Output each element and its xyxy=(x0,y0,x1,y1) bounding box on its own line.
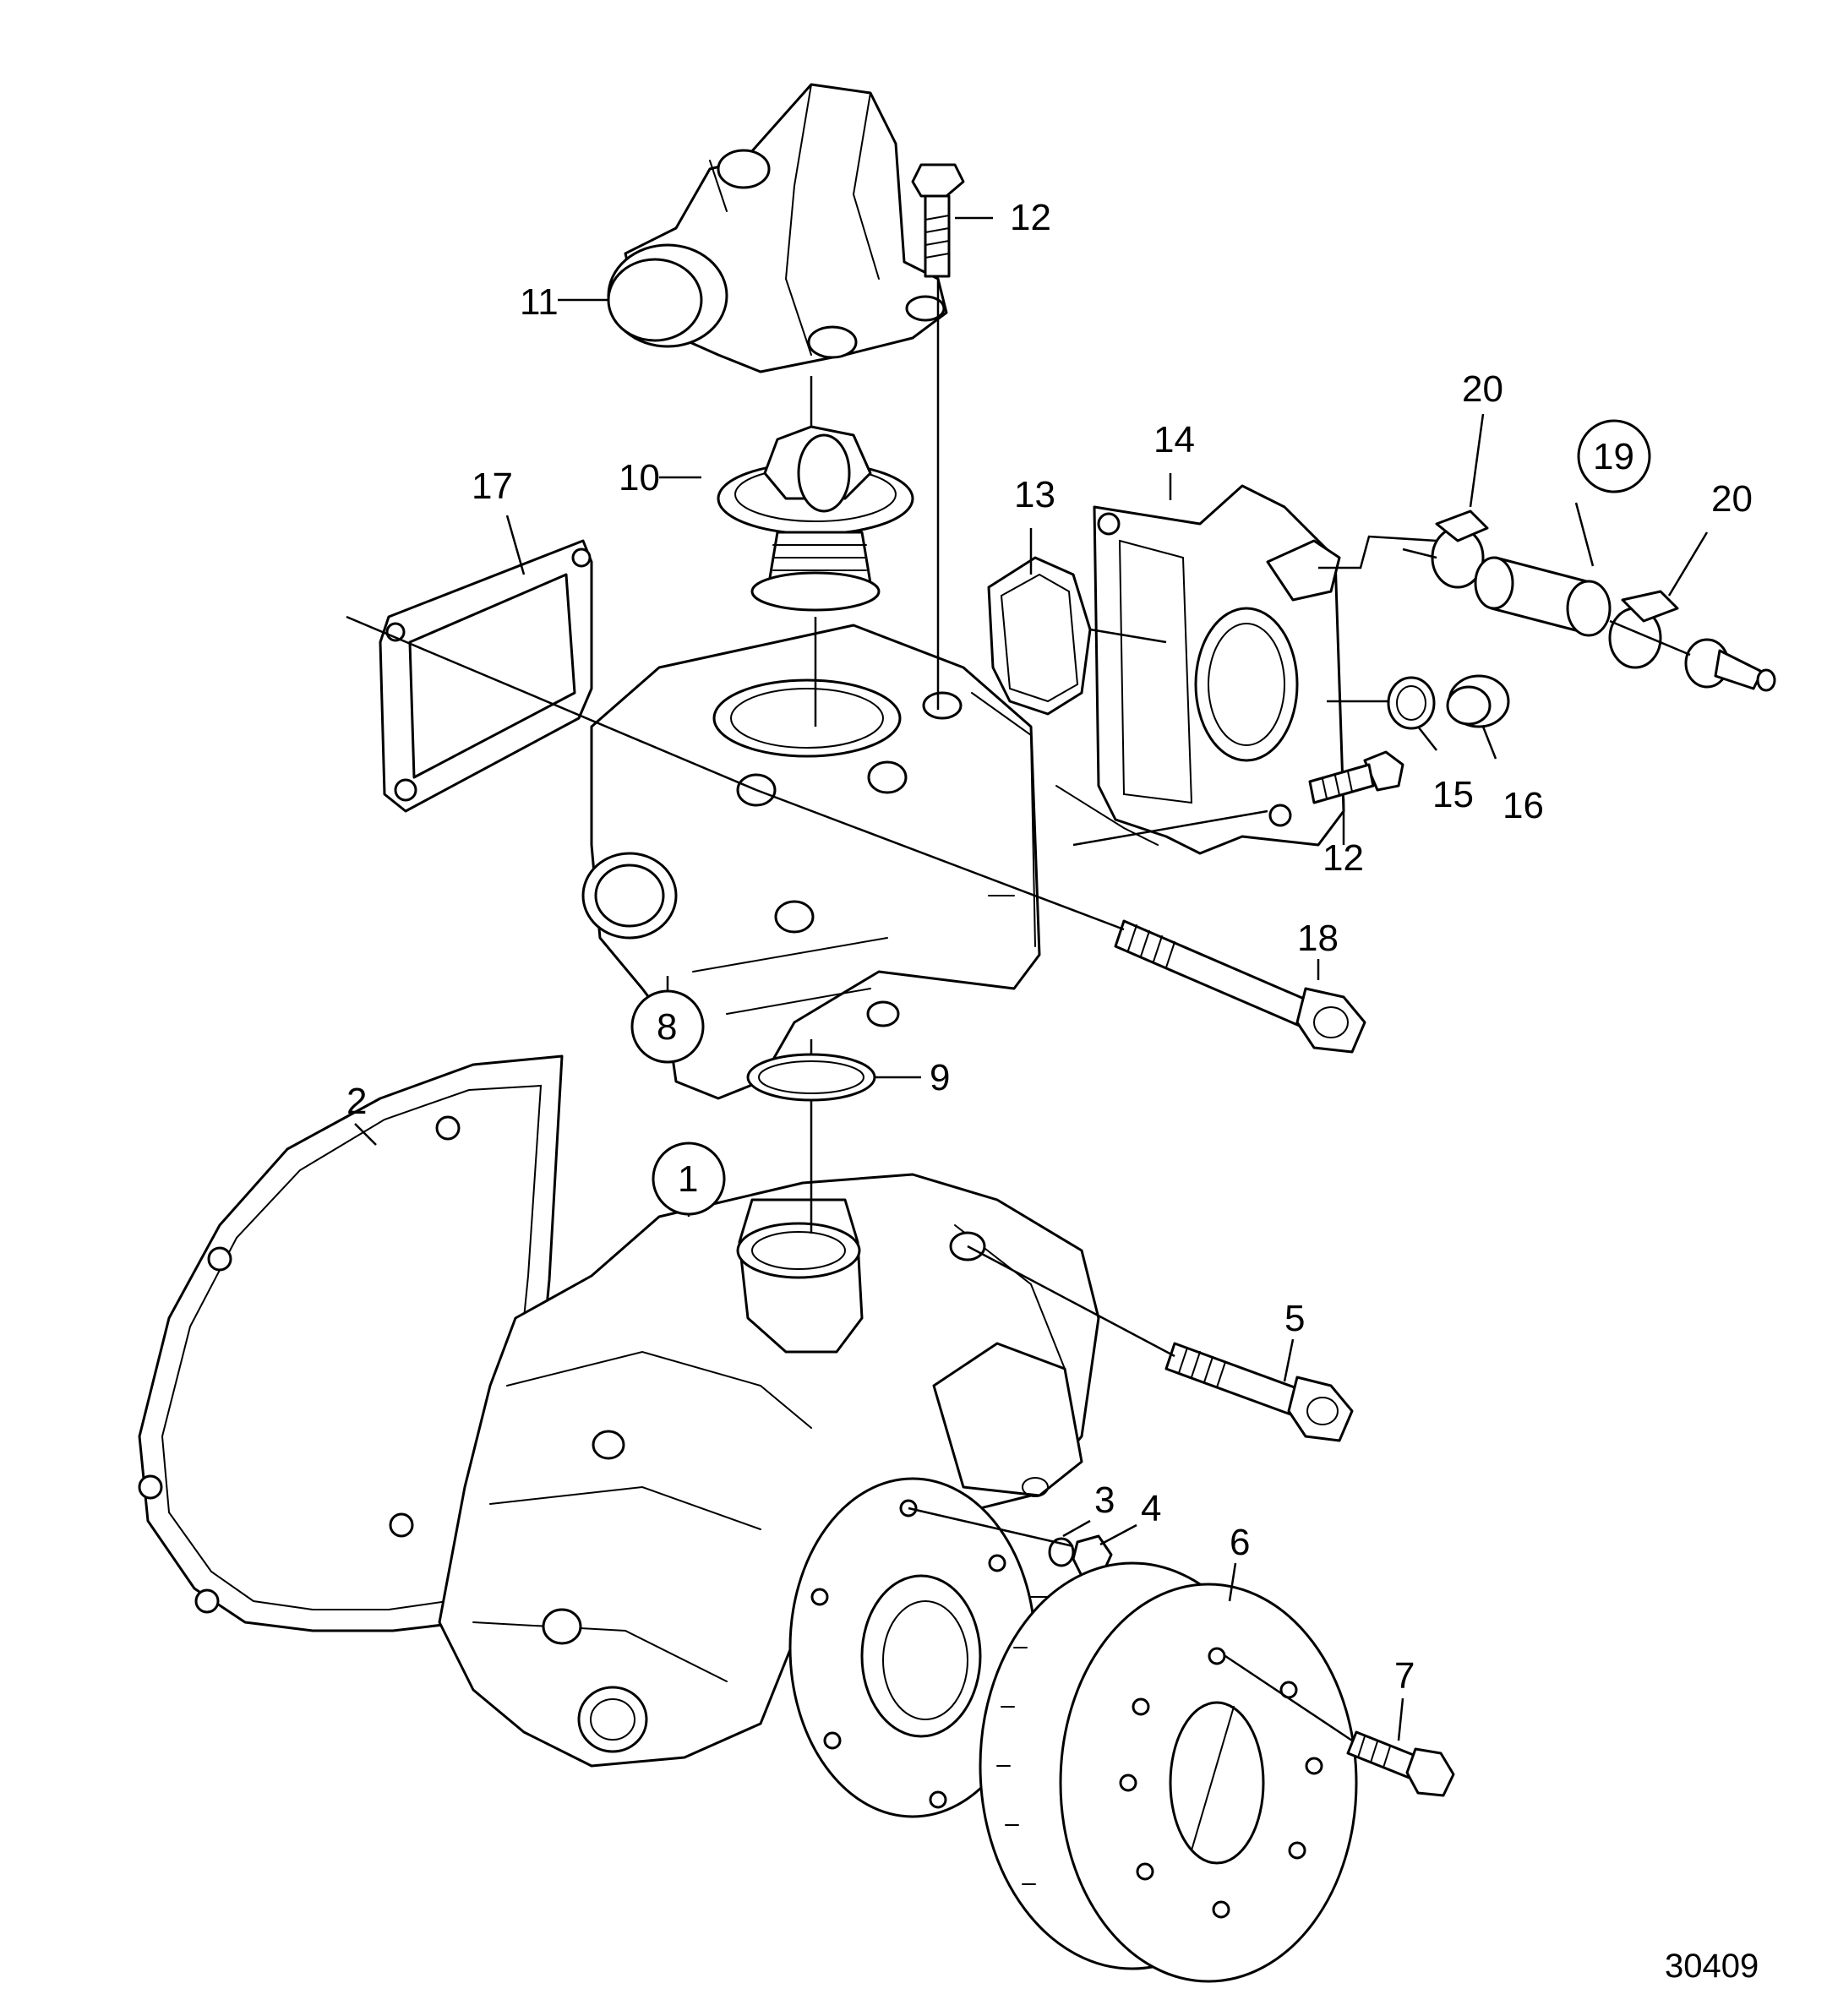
callout-label-9: 9 xyxy=(930,1057,950,1098)
callout-label-1: 1 xyxy=(678,1158,698,1200)
callout-label-3: 3 xyxy=(1094,1479,1115,1521)
thermostat-housing xyxy=(581,624,1041,1100)
callout-19-circle xyxy=(1577,419,1651,493)
pulley-6 xyxy=(979,1561,1358,1983)
callout-label-12-right: 12 xyxy=(1323,837,1364,879)
bolt-5 xyxy=(1164,1342,1354,1442)
o-ring-15 xyxy=(1387,676,1436,730)
callout-label-19: 19 xyxy=(1593,436,1634,477)
callout-8-circle xyxy=(630,989,705,1064)
bolt-12-right xyxy=(1308,750,1404,804)
callout-label-2: 2 xyxy=(346,1081,367,1122)
hose-nipple xyxy=(1684,638,1776,692)
callout-label-17: 17 xyxy=(472,466,513,507)
hose-19 xyxy=(1474,556,1612,637)
callout-label-20-right: 20 xyxy=(1711,478,1753,520)
hose-clamp-20-right xyxy=(1608,590,1679,669)
pump-hub-flange xyxy=(788,1477,1037,1818)
callout-leaders xyxy=(354,216,1709,1741)
callout-label-7: 7 xyxy=(1394,1655,1415,1697)
callout-label-20-left: 20 xyxy=(1462,368,1503,410)
callout-label-10: 10 xyxy=(619,457,660,499)
bolt-18 xyxy=(1114,919,1366,1054)
callout-label-14: 14 xyxy=(1153,419,1195,460)
callout-label-4: 4 xyxy=(1141,1488,1161,1529)
thermostat xyxy=(717,425,914,612)
bolt-12-top xyxy=(911,163,965,278)
coolant-pump-housing xyxy=(438,1173,1100,1768)
bolt-7 xyxy=(1346,1730,1455,1797)
callout-label-15: 15 xyxy=(1432,774,1474,815)
figure-number: 30409 xyxy=(1665,1948,1759,1985)
callout-label-18: 18 xyxy=(1297,918,1339,959)
plug-16 xyxy=(1446,674,1510,728)
callout-1-circle xyxy=(652,1141,726,1216)
callout-label-6: 6 xyxy=(1230,1522,1250,1563)
cover-14 xyxy=(1055,484,1345,855)
callout-label-5: 5 xyxy=(1284,1298,1305,1339)
callout-label-12-top: 12 xyxy=(1010,197,1051,238)
assembly-axis-lines xyxy=(346,279,1691,1742)
gasket-13 xyxy=(987,556,1092,716)
callout-label-8: 8 xyxy=(657,1006,677,1048)
hose-clamp-20-left xyxy=(1431,509,1489,589)
o-ring-9 xyxy=(746,1053,876,1102)
callout-label-11: 11 xyxy=(520,281,559,323)
thermostat-housing-cover xyxy=(607,83,948,373)
callout-label-16: 16 xyxy=(1503,785,1544,826)
callout-label-13: 13 xyxy=(1014,474,1055,515)
gasket-17 xyxy=(379,539,593,813)
